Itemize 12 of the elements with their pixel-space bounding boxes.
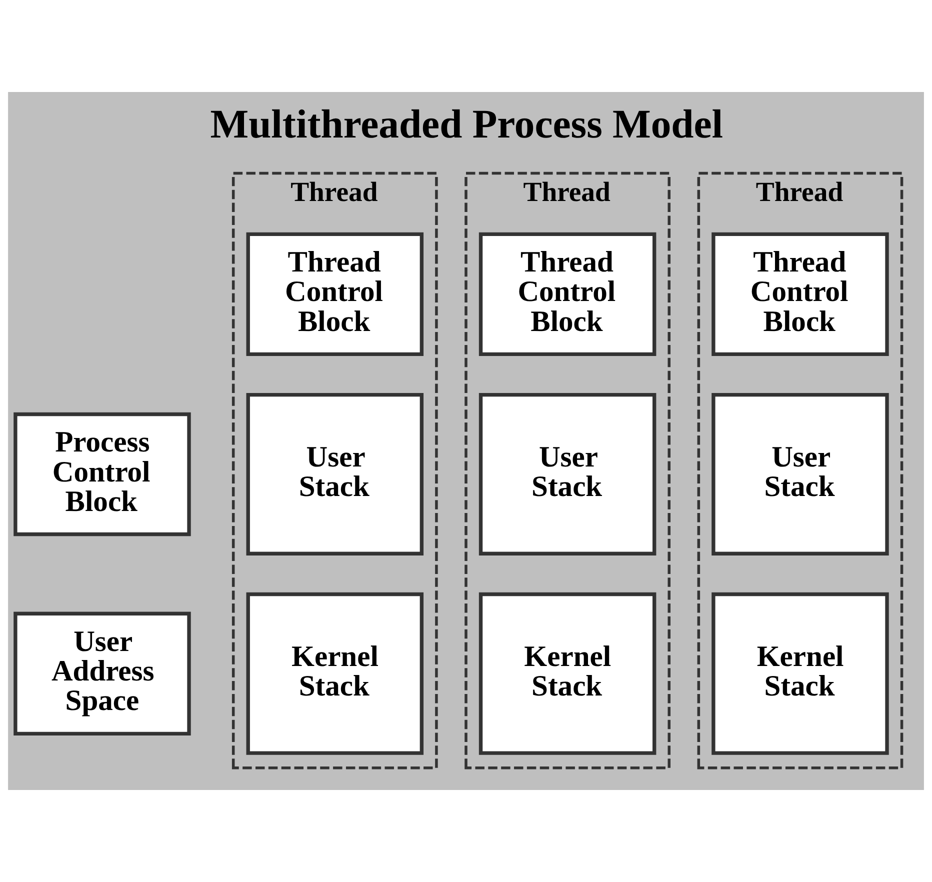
node-box: Kernel Stack [712,592,889,755]
node-box: Thread Control Block [478,232,656,356]
node-box: User Stack [478,392,656,556]
node-box: User Stack [246,392,424,556]
node-box: Process Control Block [14,412,191,536]
node-box: Thread Control Block [246,232,424,356]
diagram-title: Multithreaded Process Model [210,101,724,146]
node-box: Kernel Stack [478,592,656,755]
node-box: User Address Space [14,612,191,736]
node-box: Thread Control Block [712,232,889,356]
node-box: User Stack [712,392,889,556]
node-box: Kernel Stack [246,592,424,755]
